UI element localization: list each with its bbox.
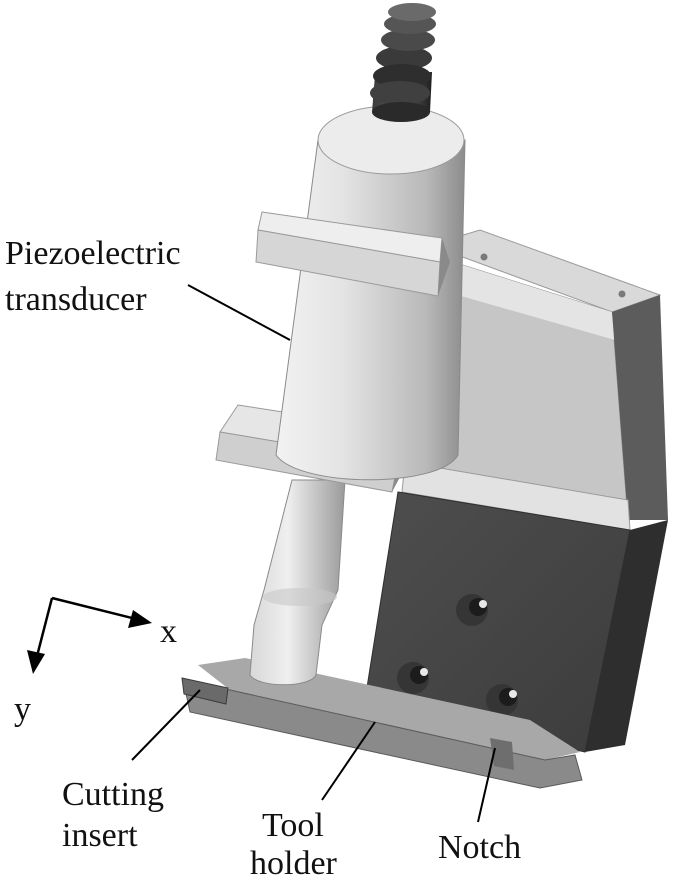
label-cutting-line1: Cutting	[62, 776, 164, 813]
small-hole	[618, 290, 626, 298]
notch	[490, 738, 514, 770]
label-piezo-line2: transducer	[5, 281, 147, 318]
x-axis-label: x	[160, 613, 177, 650]
label-tool-line1: Tool	[262, 807, 324, 844]
cutting-insert	[181, 677, 229, 705]
leader-cutting	[131, 689, 201, 761]
housing	[364, 229, 668, 753]
top-connector	[370, 3, 436, 122]
coordinate-axes: x y	[14, 596, 177, 728]
x-axis-arrowhead	[128, 610, 152, 628]
upper-flange	[255, 211, 450, 297]
label-tool-line2: holder	[250, 845, 338, 880]
label-piezo-line1: Piezoelectric	[5, 235, 181, 272]
label-notch: Notch	[438, 829, 521, 866]
leader-piezo	[187, 284, 291, 341]
screw-hole	[456, 594, 488, 626]
label-cutting-line2: insert	[62, 817, 138, 854]
base-front-face	[182, 679, 583, 789]
horn-rod	[249, 479, 346, 686]
y-axis-line	[34, 597, 54, 661]
housing-right-side	[612, 295, 668, 520]
screw-hole	[397, 662, 429, 694]
y-axis-arrowhead	[27, 650, 45, 674]
housing-dark-side	[585, 520, 668, 752]
y-axis-label: y	[14, 691, 31, 728]
small-hole	[480, 253, 488, 261]
screw-hole	[486, 684, 518, 716]
leader-notch	[477, 747, 496, 823]
housing-band	[440, 258, 615, 340]
x-axis-line	[51, 596, 141, 622]
leader-tool	[321, 721, 376, 801]
